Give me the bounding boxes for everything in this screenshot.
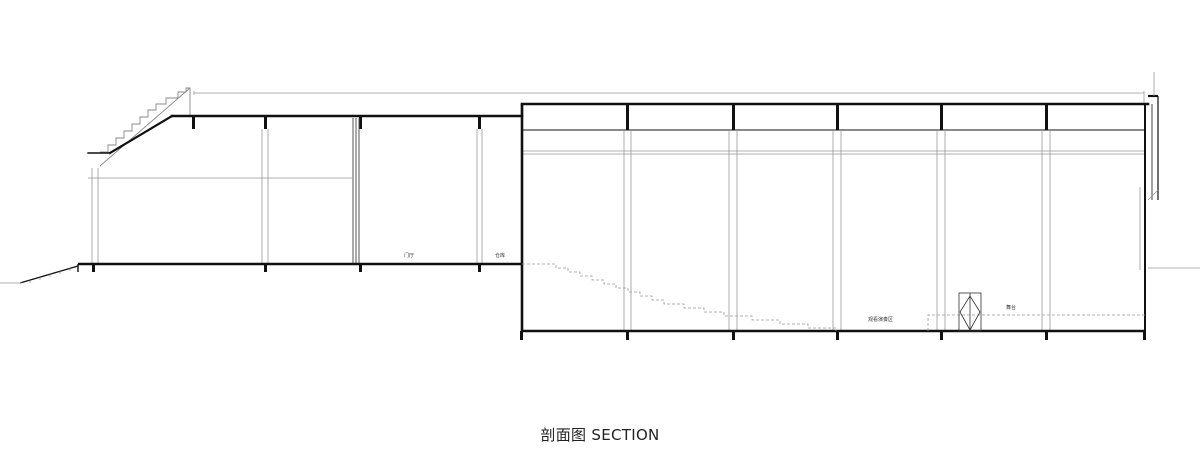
columns: [91, 129, 1051, 330]
drawing-caption: 剖面图 SECTION: [540, 426, 660, 444]
roof-parapet-line: [193, 91, 1145, 103]
roof-beams: [192, 104, 1048, 130]
label-stage: 舞台: [1006, 304, 1016, 311]
entrance-stair-treads: [29, 268, 71, 283]
glass-partition: [352, 118, 360, 263]
upper-floor-footings: [92, 264, 481, 272]
label-audience-seating: 观看演奏区: [868, 316, 893, 323]
roof-slabs: [87, 102, 1150, 155]
rooftop-stair: [99, 87, 191, 167]
tiered-seating: [522, 263, 837, 331]
label-storage: 仓库: [495, 252, 505, 259]
east-wall-elevation: [1139, 72, 1200, 270]
east-wall-detail: [1148, 94, 1159, 200]
hall-floor-footings: [520, 331, 1146, 340]
label-foyer: 门厅: [404, 252, 414, 259]
stage-door: [958, 292, 982, 332]
stage-platform: [927, 314, 1145, 331]
ceiling-lines: [88, 150, 1144, 179]
hall-walls: [520, 104, 1146, 333]
entrance-stair: [19, 264, 79, 284]
